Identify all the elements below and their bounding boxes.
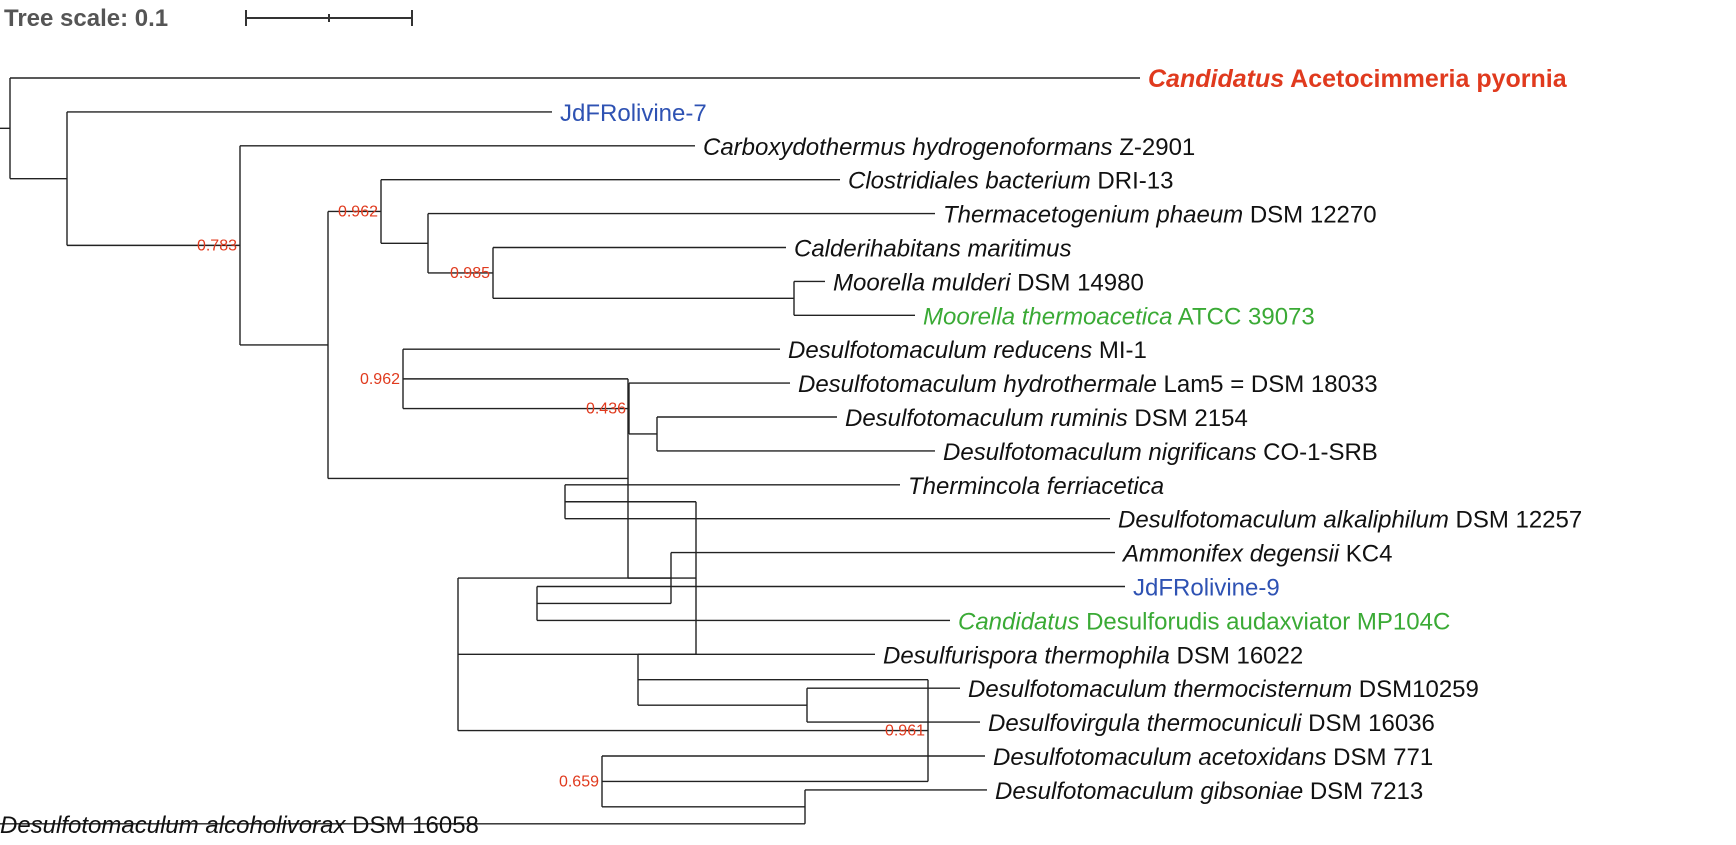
leaf-label-part: Desulfurispora thermophila (883, 642, 1170, 669)
leaf-label-part: Carboxydothermus hydrogenoformans (703, 134, 1113, 161)
leaf-label: Desulfotomaculum gibsoniae DSM 7213 (995, 778, 1423, 805)
leaf-label-part: JdFRolivine-9 (1133, 575, 1280, 602)
leaf-label-part: JdFRolivine-7 (560, 100, 707, 127)
leaf-label: Moorella thermoacetica ATCC 39073 (923, 303, 1315, 330)
leaf-label-part: Ammonifex degensii (1121, 541, 1340, 568)
leaf-label-part: CO-1-SRB (1256, 439, 1377, 466)
support-value: 0.962 (338, 203, 378, 220)
leaf-label-part: Moorella thermoacetica (923, 303, 1172, 330)
support-values: 0.783 0.962 0.985 0.962 0.436 0.961 0.659 (197, 203, 925, 790)
leaf-label: Clostridiales bacterium DRI-13 (848, 168, 1173, 195)
leaf-label-part: Calderihabitans maritimus (794, 236, 1071, 263)
tree-scale-label: Tree scale: 0.1 (4, 5, 168, 32)
leaf-label-part: MI-1 (1092, 337, 1147, 364)
leaf-label-part: Acetocimmeria pyornia (1284, 65, 1568, 93)
leaf-label-part: Desulfotomaculum alcoholivorax (0, 812, 346, 839)
leaf-label-part: Candidatus (1148, 65, 1284, 93)
leaf-label-part: DSM10259 (1352, 676, 1479, 703)
leaf-label: JdFRolivine-9 (1133, 575, 1280, 602)
leaf-label: Candidatus Desulforudis audaxviator MP10… (958, 608, 1450, 635)
leaf-label-part: Thermincola ferriacetica (908, 473, 1164, 500)
leaf-label: Desulfotomaculum alcoholivorax DSM 16058 (0, 812, 479, 839)
leaf-label: Thermacetogenium phaeum DSM 12270 (943, 202, 1377, 229)
leaf-label-part: DSM 16022 (1170, 642, 1303, 669)
leaf-label: Desulfotomaculum reducens MI-1 (788, 337, 1147, 364)
leaf-label-part: Desulfotomaculum hydrothermale (798, 371, 1157, 398)
leaf-label-part: Desulfotomaculum ruminis (845, 405, 1128, 432)
leaf-label: Thermincola ferriacetica (908, 473, 1164, 500)
support-value: 0.962 (360, 371, 400, 388)
leaf-label-part: DRI-13 (1091, 168, 1174, 195)
leaf-label-part: Desulfotomaculum reducens (788, 337, 1092, 364)
leaf-label-part: Z-2901 (1113, 134, 1196, 161)
leaf-label-part: Lam5 = DSM 18033 (1157, 371, 1378, 398)
leaf-label-part: DSM 16058 (346, 812, 479, 839)
leaf-label-part: Thermacetogenium phaeum (943, 202, 1243, 229)
leaf-label-part: DSM 16036 (1301, 710, 1434, 737)
support-value: 0.659 (559, 773, 599, 790)
leaf-label-part: Desulfotomaculum thermocisternum (968, 676, 1352, 703)
leaf-label: Moorella mulderi DSM 14980 (833, 269, 1144, 296)
leaf-label: Desulfotomaculum alkaliphilum DSM 12257 (1118, 507, 1582, 534)
leaf-label: Desulfotomaculum ruminis DSM 2154 (845, 405, 1248, 432)
leaf-label-part: Clostridiales bacterium (848, 168, 1091, 195)
leaf-label: Calderihabitans maritimus (794, 236, 1071, 263)
leaf-label-part: Moorella mulderi (833, 269, 1011, 296)
leaf-label: Desulfotomaculum nigrificans CO-1-SRB (943, 439, 1378, 466)
leaf-label: Candidatus Acetocimmeria pyornia (1148, 65, 1568, 93)
leaf-label-part: Desulfovirgula thermocuniculi (988, 710, 1302, 737)
leaf-label-part: Desulfotomaculum alkaliphilum (1118, 507, 1449, 534)
leaf-label-part: KC4 (1339, 541, 1392, 568)
support-value: 0.985 (450, 265, 490, 282)
leaf-label-part: DSM 2154 (1128, 405, 1248, 432)
leaf-label: Carboxydothermus hydrogenoformans Z-2901 (703, 134, 1195, 161)
leaf-label-part: DSM 7213 (1303, 778, 1423, 805)
leaf-label: Desulfurispora thermophila DSM 16022 (883, 642, 1303, 669)
support-value: 0.436 (586, 401, 626, 418)
leaf-label-part: DSM 771 (1327, 744, 1434, 771)
leaf-label: Desulfovirgula thermocuniculi DSM 16036 (988, 710, 1435, 737)
leaf-label-part: Candidatus (958, 608, 1079, 635)
leaf-label-part: DSM 12270 (1243, 202, 1376, 229)
leaf-label: Desulfotomaculum thermocisternum DSM1025… (968, 676, 1479, 703)
leaf-label-part: ATCC 39073 (1172, 303, 1314, 330)
leaf-label: Desulfotomaculum hydrothermale Lam5 = DS… (798, 371, 1378, 398)
leaf-label-part: Desulfotomaculum acetoxidans (993, 744, 1327, 771)
leaf-label: Desulfotomaculum acetoxidans DSM 771 (993, 744, 1433, 771)
leaf-label-part: DSM 14980 (1010, 269, 1143, 296)
leaf-label: Ammonifex degensii KC4 (1121, 541, 1392, 568)
leaf-label-part: Desulfotomaculum nigrificans (943, 439, 1256, 466)
support-value: 0.961 (885, 723, 925, 740)
tree-scale: Tree scale: 0.1 (4, 5, 413, 32)
support-value: 0.783 (197, 237, 237, 254)
leaf-label-part: Desulforudis audaxviator MP104C (1079, 608, 1450, 635)
leaf-label-part: Desulfotomaculum gibsoniae (995, 778, 1303, 805)
leaf-labels: Candidatus Acetocimmeria pyorniaJdFRoliv… (0, 65, 1582, 839)
tree-branches (0, 77, 1140, 825)
leaf-label-part: DSM 12257 (1449, 507, 1582, 534)
leaf-label: JdFRolivine-7 (560, 100, 707, 127)
